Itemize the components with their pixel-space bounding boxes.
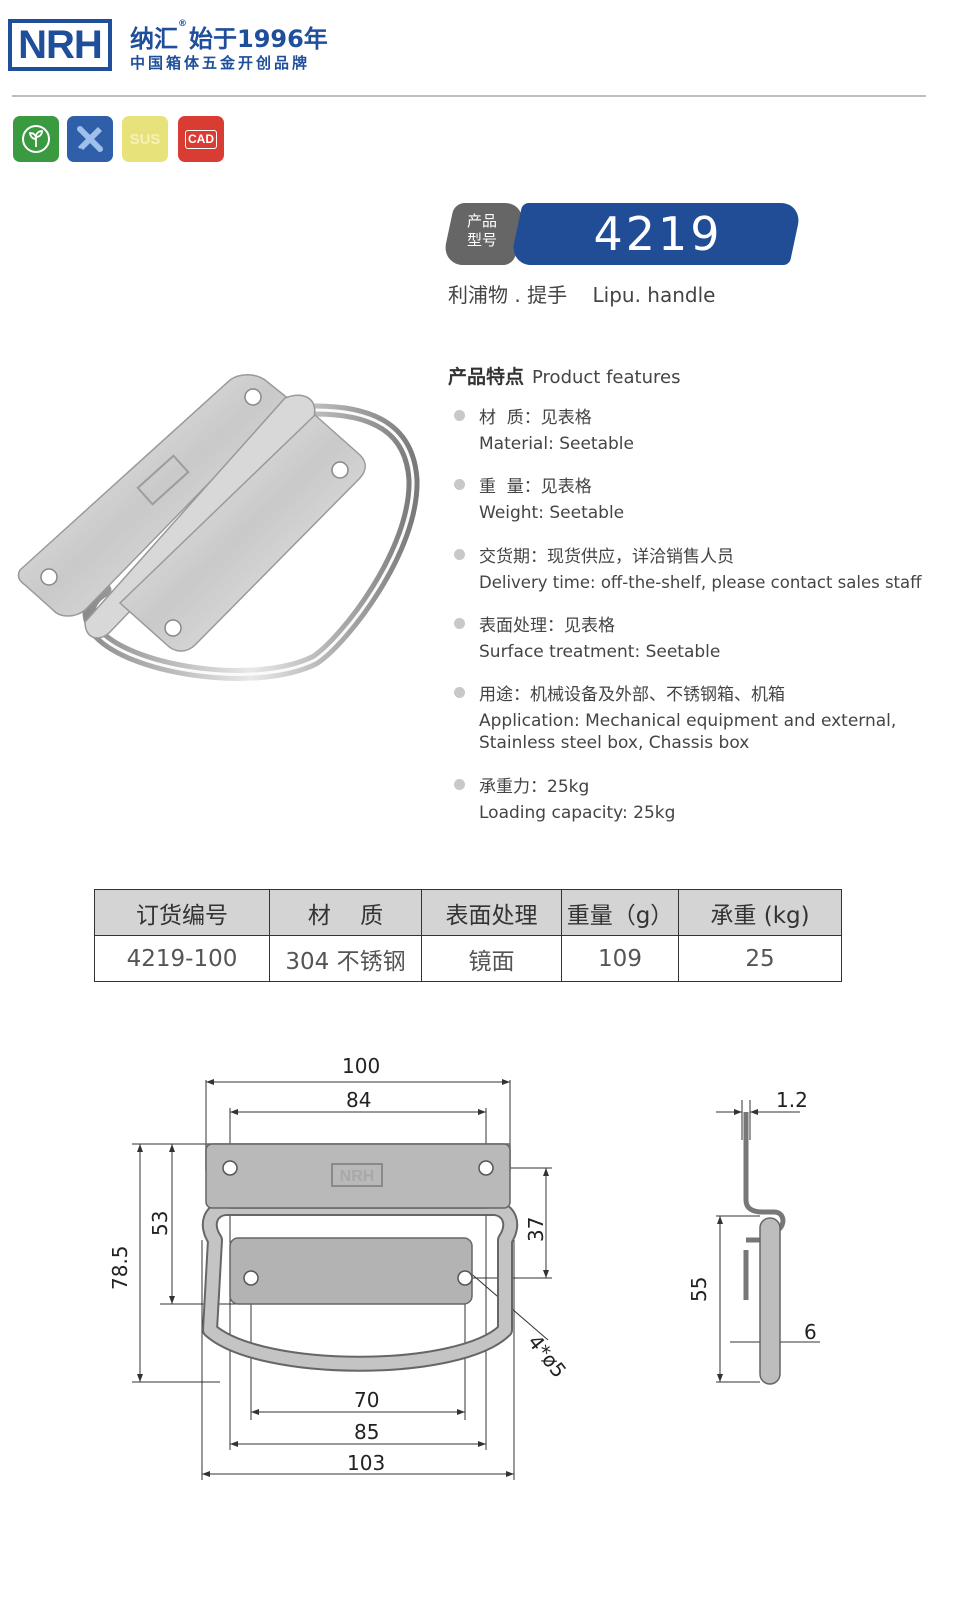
table-header-row: 订货编号 材 质 表面处理 重量（g） 承重 (kg) bbox=[94, 889, 842, 936]
model-number: 4219 bbox=[593, 207, 723, 261]
dim-55: 55 bbox=[687, 1276, 711, 1302]
feature-surface: 表面处理：见表格 Surface treatment: Seetable bbox=[454, 611, 934, 671]
feature-delivery: 交货期：现货供应，详洽销售人员 Delivery time: off-the-s… bbox=[454, 542, 934, 602]
feature-cn: 材 质：见表格 bbox=[479, 408, 592, 428]
dim-84: 84 bbox=[346, 1088, 372, 1112]
cell-material: 304 不锈钢 bbox=[269, 935, 422, 982]
feature-weight: 重 量：见表格 Weight: Seetable bbox=[454, 472, 934, 532]
features-heading-en: Product features bbox=[532, 367, 681, 388]
brand-logo: NRH bbox=[8, 19, 112, 71]
dim-37: 37 bbox=[524, 1216, 548, 1242]
registered-mark: ® bbox=[178, 19, 187, 29]
feature-en: Weight: Seetable bbox=[479, 503, 625, 523]
feature-capacity: 承重力：25kg Loading capacity: 25kg bbox=[454, 772, 934, 832]
cell-weight: 109 bbox=[561, 935, 679, 982]
bullet bbox=[454, 687, 465, 698]
product-name: 利浦物 . 提手 Lipu. handle bbox=[448, 283, 716, 307]
cad-label: CAD bbox=[185, 129, 217, 149]
cell-order-no: 4219-100 bbox=[94, 935, 270, 982]
col-surface: 表面处理 bbox=[421, 889, 562, 936]
feature-material: 材 质：见表格 Material: Seetable bbox=[454, 403, 934, 463]
feature-cn: 用途：机械设备及外部、不锈钢箱、机箱 bbox=[479, 685, 785, 705]
col-material: 材 质 bbox=[269, 889, 422, 936]
feature-en: Loading capacity: 25kg bbox=[479, 803, 676, 823]
feature-cn: 重 量：见表格 bbox=[479, 477, 592, 497]
feature-en-line2: Stainless steel box, Chassis box bbox=[479, 733, 750, 753]
header-divider bbox=[12, 95, 926, 97]
feature-application: 用途：机械设备及外部、不锈钢箱、机箱 Application: Mechanic… bbox=[454, 680, 934, 760]
cell-load: 25 bbox=[678, 935, 842, 982]
brand-title: 纳汇®始于1996年 bbox=[130, 19, 328, 54]
feature-en: Surface treatment: Seetable bbox=[479, 642, 721, 662]
plate-embossed-logo bbox=[136, 454, 190, 506]
dim-1-2: 1.2 bbox=[776, 1088, 808, 1112]
feature-en: Delivery time: off-the-shelf, please con… bbox=[479, 573, 922, 592]
feature-cn: 表面处理：见表格 bbox=[479, 616, 615, 636]
eco-icon bbox=[13, 116, 59, 162]
bullet bbox=[454, 779, 465, 790]
col-order-no: 订货编号 bbox=[94, 889, 270, 936]
bullet bbox=[454, 549, 465, 560]
col-load: 承重 (kg) bbox=[678, 889, 842, 936]
table-row: 4219-100 304 不锈钢 镜面 109 25 bbox=[94, 935, 842, 982]
side-view-drawing bbox=[716, 1100, 820, 1385]
dim-78-5: 78.5 bbox=[108, 1245, 132, 1290]
feature-cn: 交货期：现货供应，详洽销售人员 bbox=[479, 547, 734, 567]
model-tag-line2: 型号 bbox=[466, 231, 497, 249]
brand-subtitle: 中国箱体五金开创品牌 bbox=[130, 54, 311, 72]
front-view-drawing: NRH bbox=[132, 1079, 552, 1480]
feature-en: Material: Seetable bbox=[479, 434, 634, 454]
dim-70: 70 bbox=[354, 1388, 380, 1412]
tools-icon bbox=[67, 116, 113, 162]
brand-name: 纳汇 bbox=[130, 25, 178, 53]
drawing-plate-logo: NRH bbox=[340, 1168, 375, 1185]
bullet bbox=[454, 618, 465, 629]
bullet bbox=[454, 479, 465, 490]
dim-103: 103 bbox=[347, 1451, 386, 1475]
cad-badge: CAD bbox=[178, 116, 224, 162]
brand-slogan: 始于1996年 bbox=[189, 25, 328, 53]
dim-53: 53 bbox=[148, 1210, 172, 1236]
model-tag-label: 产品 型号 bbox=[462, 212, 502, 250]
cell-surface: 镜面 bbox=[421, 935, 562, 982]
sus-badge: SUS bbox=[122, 116, 168, 162]
dim-100: 100 bbox=[342, 1054, 381, 1078]
spec-table: 订货编号 材 质 表面处理 重量（g） 承重 (kg) 4219-100 304… bbox=[94, 889, 842, 982]
bullet bbox=[454, 410, 465, 421]
model-tag-line1: 产品 bbox=[466, 212, 497, 230]
feature-en: Application: Mechanical equipment and ex… bbox=[479, 711, 897, 731]
dim-6: 6 bbox=[804, 1320, 817, 1344]
product-photo bbox=[17, 374, 420, 681]
col-weight: 重量（g） bbox=[561, 889, 679, 936]
feature-cn: 承重力：25kg bbox=[479, 777, 590, 797]
features-heading-cn: 产品特点 bbox=[448, 366, 525, 388]
dim-85: 85 bbox=[354, 1420, 380, 1444]
features-heading: 产品特点 Product features bbox=[448, 362, 680, 389]
